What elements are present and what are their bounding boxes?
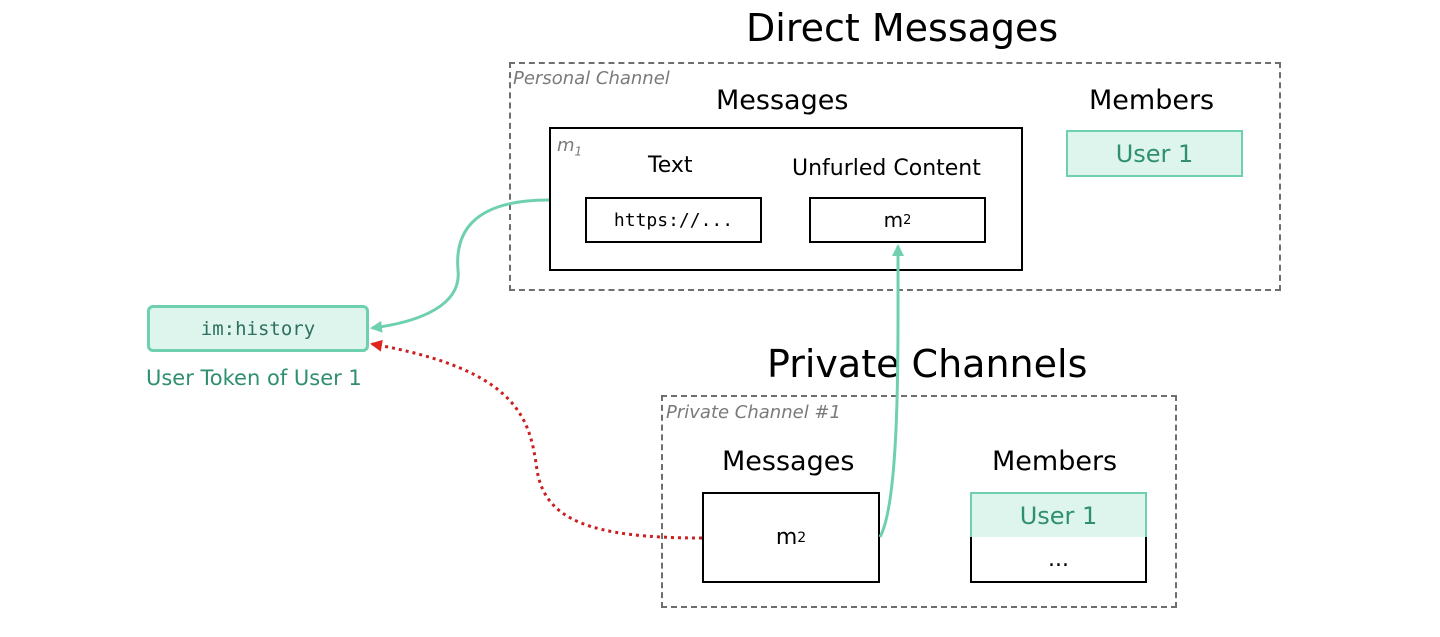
direct-messages-title: Direct Messages	[746, 6, 1059, 50]
user-token-caption: User Token of User 1	[146, 366, 362, 390]
private-channel-caption: Private Channel #1	[666, 402, 841, 423]
dm-messages-label: Messages	[716, 85, 849, 116]
personal-channel-caption: Personal Channel	[513, 68, 670, 89]
dm-members-label: Members	[1089, 85, 1215, 116]
pc-members-label: Members	[992, 446, 1118, 477]
arrow-pc-m2-to-token	[370, 339, 703, 540]
personal-channel-box	[509, 62, 1281, 291]
arrow-m1-to-token	[370, 198, 550, 333]
pc-member-user-1: User 1	[970, 492, 1147, 539]
message-id-m1: m1	[557, 135, 583, 159]
text-url-value: https://...	[585, 197, 762, 243]
im-history-scope: im:history	[147, 305, 369, 352]
unfurled-content-label: Unfurled Content	[792, 156, 981, 181]
private-channel-box	[661, 395, 1177, 608]
private-channels-title: Private Channels	[767, 342, 1088, 386]
arrow-m2-to-unfurled	[878, 244, 905, 538]
text-label: Text	[648, 153, 693, 178]
pc-messages-label: Messages	[722, 446, 855, 477]
pc-member-more: ...	[970, 537, 1147, 583]
dm-member-user-1: User 1	[1066, 130, 1243, 177]
